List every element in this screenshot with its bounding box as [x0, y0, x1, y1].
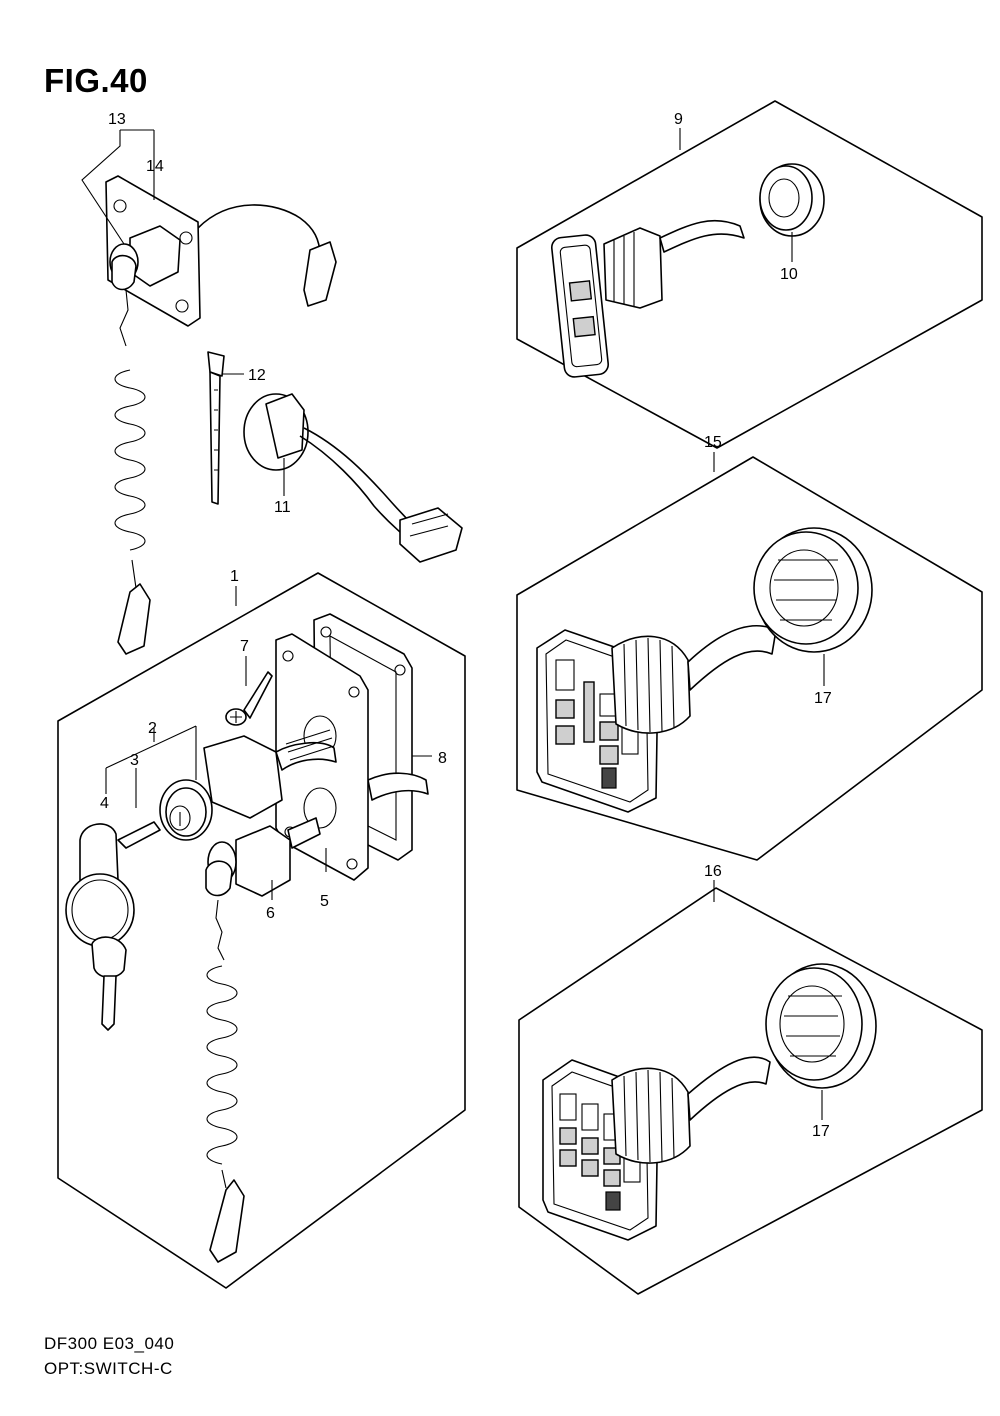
stop-switch-part-6[interactable] [205, 817, 321, 961]
trim-switch-part-15[interactable] [536, 624, 777, 813]
label-7: 7 [240, 638, 249, 655]
ignition-switch-part-2[interactable] [159, 729, 337, 841]
label-2: 2 [148, 720, 157, 737]
screw-part-7[interactable] [225, 671, 273, 726]
figure-title: FIG.40 [44, 62, 148, 99]
figure-code: DF300 E03_040 [44, 1334, 175, 1353]
label-4: 4 [100, 795, 109, 812]
figure-name: OPT:SWITCH-C [44, 1359, 173, 1378]
label-12: 12 [248, 367, 266, 384]
kit-panel-16 [518, 887, 983, 1295]
label-5: 5 [320, 893, 329, 910]
lanyard-coil-part-1 [206, 965, 245, 1263]
key-part-4[interactable] [65, 823, 135, 1031]
label-16: 16 [704, 863, 722, 880]
label-9: 9 [674, 111, 683, 128]
label-1: 1 [230, 568, 239, 585]
label-17b: 17 [812, 1123, 830, 1140]
grommet-part-17a[interactable] [753, 527, 873, 653]
trim-switch-part-16[interactable] [542, 1056, 771, 1241]
label-13: 13 [108, 111, 126, 128]
kit-panel-9 [516, 100, 983, 449]
label-14: 14 [146, 158, 164, 175]
trim-switch-part-9[interactable] [550, 219, 745, 378]
key-part-3[interactable] [117, 821, 161, 849]
label-11: 11 [274, 499, 291, 516]
label-15: 15 [704, 434, 722, 451]
label-6: 6 [266, 905, 275, 922]
cable-tie-part-12[interactable] [207, 351, 225, 505]
kit-panel-1 [57, 572, 466, 1289]
label-17a: 17 [814, 690, 832, 707]
part-number-labels: 13 14 12 11 1 7 2 3 4 8 5 6 9 10 15 17 1… [100, 111, 832, 1140]
label-10: 10 [780, 266, 798, 283]
stop-switch-assembly-13[interactable] [105, 175, 337, 655]
label-8: 8 [438, 750, 447, 767]
grommet-part-17b[interactable] [765, 963, 877, 1089]
grommet-part-10[interactable] [759, 163, 825, 237]
leader-lines [81, 128, 825, 1120]
label-3: 3 [130, 752, 139, 769]
kit-panel-15 [516, 456, 983, 861]
connector-part-11[interactable] [243, 393, 463, 563]
